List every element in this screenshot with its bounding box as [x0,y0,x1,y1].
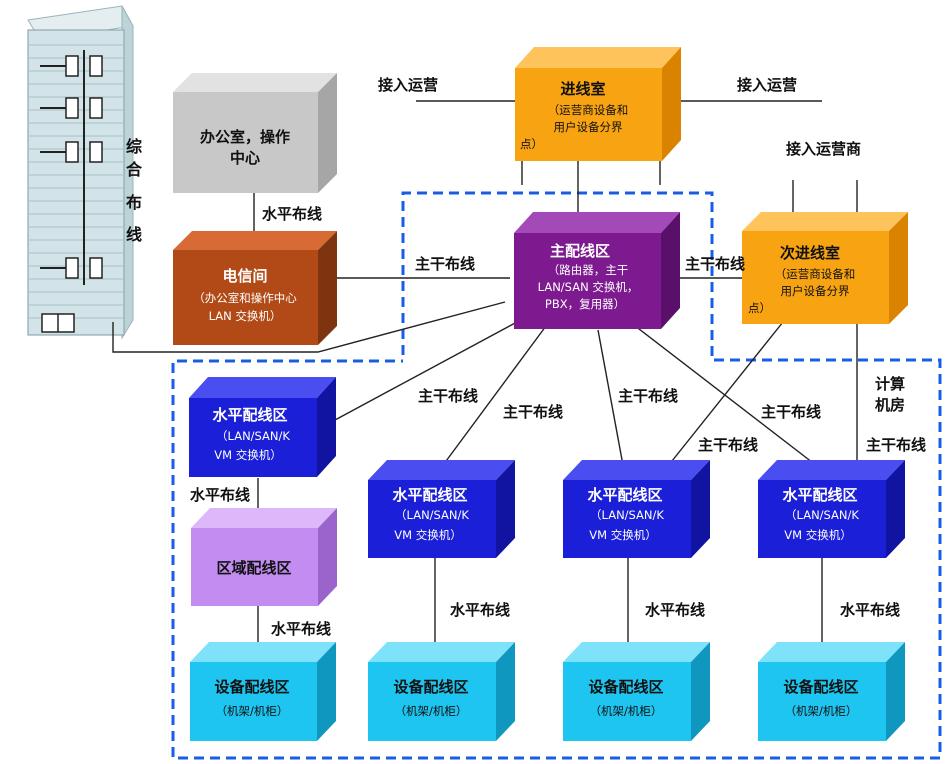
label-computer-room-line1: 计算 [875,375,905,393]
main-dist-sub1: （路由器，主干 [548,263,629,277]
hda1-sub1: （LAN/SAN/K [216,429,290,443]
label-backbone-hda1: 主干布线 [418,387,478,405]
equipment-distribution-area-3-box: 设备配线区 （机架/机柜） [563,642,710,741]
eda4-sub: （机架/机柜） [785,704,858,718]
equipment-distribution-area-2-box: 设备配线区 （机架/机柜） [368,642,515,741]
telecom-room-box: 电信间 （办公室和操作中心 LAN 交换机） [173,231,337,345]
cabling-lines [112,100,858,660]
eda1-title: 设备配线区 [214,678,289,696]
label-access-right: 接入运营 [737,76,797,94]
hda3-title: 水平配线区 [587,486,662,504]
label-access-secondary: 接入运营商 [786,140,861,158]
office-title-line2: 中心 [230,149,260,167]
main-dist-sub3: PBX，复用器） [545,297,625,311]
computer-room-boundary [171,191,942,760]
equipment-distribution-area-4-box: 设备配线区 （机架/机柜） [758,642,905,741]
label-horizontal-eda4: 水平布线 [840,601,900,619]
hda4-title: 水平配线区 [782,486,857,504]
hda4-sub1: （LAN/SAN/K [785,508,859,522]
eda3-sub: （机架/机柜） [590,704,663,718]
label-backbone-sec-hda4: 主干布线 [866,436,926,454]
eda3-title: 设备配线区 [588,678,663,696]
main-distribution-area-box: 主配线区 （路由器，主干 LAN/SAN 交换机， PBX，复用器） [514,212,680,329]
label-horizontal-office: 水平布线 [262,205,322,223]
horizontal-distribution-area-4-box: 水平配线区 （LAN/SAN/K VM 交换机） [758,460,905,558]
hda1-title: 水平配线区 [212,406,287,424]
entrance-room-box: 进线室 （运营商设备和 用户设备分界 点） [515,47,681,161]
building-label-char-1: 综 [126,137,142,156]
horizontal-distribution-area-1-box: 水平配线区 （LAN/SAN/K VM 交换机） [189,377,336,477]
entrance-sub2: 用户设备分界 [554,120,623,134]
building-illustration: 综 合 布 线 [27,5,143,340]
zone-distribution-area-box: 区域配线区 [191,508,337,606]
hda4-sub2: VM 交换机） [784,528,851,542]
secondary-entrance-sub1: （运营商设备和 [775,267,856,281]
building-label-char-4: 线 [126,225,142,244]
label-backbone-telecom: 主干布线 [415,255,475,273]
entrance-title: 进线室 [560,80,605,98]
horizontal-distribution-area-3-box: 水平配线区 （LAN/SAN/K VM 交换机） [563,460,710,558]
equipment-distribution-area-1-box: 设备配线区 （机架/机柜） [190,642,336,741]
label-backbone-hda4: 主干布线 [761,403,821,421]
hda3-sub1: （LAN/SAN/K [590,508,664,522]
secondary-entrance-room-box: 次进线室 （运营商设备和 用户设备分界 点） [742,212,908,324]
building-label-char-2: 合 [126,160,143,179]
office-operation-center-box: 办公室，操作 中心 [173,73,337,193]
label-horizontal-eda2: 水平布线 [450,601,510,619]
telecom-sub1: （办公室和操作中心 [193,291,297,305]
hda2-sub2: VM 交换机） [394,528,461,542]
zone-title: 区域配线区 [216,559,291,577]
label-backbone-hda2: 主干布线 [503,403,563,421]
label-horizontal-eda3: 水平布线 [645,601,705,619]
cabling-labels: 接入运营 接入运营 接入运营商 水平布线 主干布线 主干布线 主干布线 主干布线… [190,76,926,638]
horizontal-distribution-area-2-box: 水平配线区 （LAN/SAN/K VM 交换机） [368,460,515,558]
secondary-entrance-sub2: 用户设备分界 [781,284,850,298]
eda2-title: 设备配线区 [393,678,468,696]
main-dist-sub2: LAN/SAN 交换机， [538,280,639,294]
eda1-sub: （机架/机柜） [216,704,289,718]
label-horizontal-eda1: 水平布线 [271,620,331,638]
office-title-line1: 办公室，操作 [200,128,290,146]
eda2-sub: （机架/机柜） [395,704,468,718]
building-label-char-3: 布 [126,193,142,212]
hda2-title: 水平配线区 [392,486,467,504]
label-backbone-secondary: 主干布线 [685,255,745,273]
secondary-entrance-title: 次进线室 [780,244,840,262]
main-dist-title: 主配线区 [550,242,610,260]
secondary-entrance-sub3: 点） [748,301,771,315]
hda2-sub1: （LAN/SAN/K [395,508,469,522]
label-computer-room-line2: 机房 [875,396,905,414]
hda3-sub2: VM 交换机） [589,528,656,542]
telecom-sub2: LAN 交换机） [209,309,282,323]
entrance-sub3: 点） [520,137,543,151]
label-backbone-sec-hda3: 主干布线 [698,436,758,454]
label-backbone-hda3: 主干布线 [618,387,678,405]
entrance-sub1: （运营商设备和 [548,103,629,117]
label-horizontal-zone: 水平布线 [190,486,250,504]
hda1-sub2: VM 交换机） [214,448,281,462]
eda4-title: 设备配线区 [783,678,858,696]
telecom-title: 电信间 [222,267,267,285]
label-access-left: 接入运营 [378,76,438,94]
